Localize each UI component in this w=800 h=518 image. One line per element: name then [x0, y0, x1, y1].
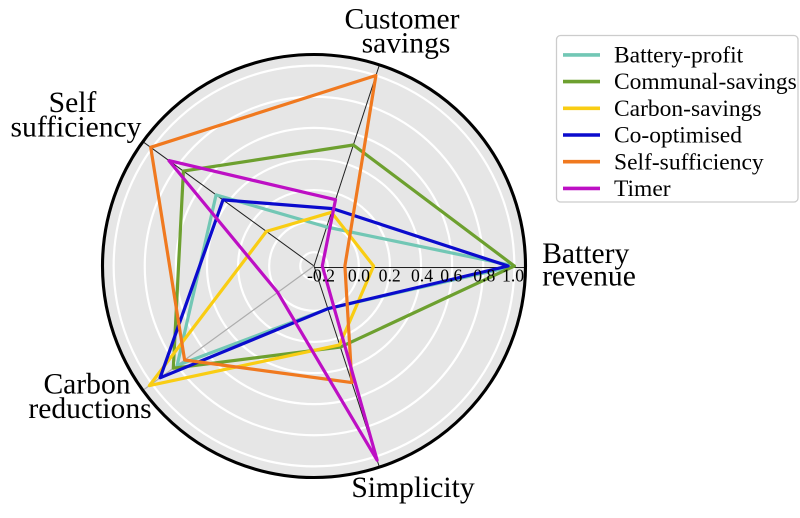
svg-text:Simplicity: Simplicity — [351, 472, 475, 504]
svg-text:Communal-savings: Communal-savings — [614, 69, 797, 95]
svg-text:1.0: 1.0 — [502, 266, 524, 286]
svg-text:0.6: 0.6 — [440, 266, 462, 286]
svg-text:0.8: 0.8 — [473, 266, 495, 286]
svg-text:Carbon: Carbon — [43, 369, 130, 401]
svg-text:revenue: revenue — [542, 260, 636, 292]
svg-text:Self: Self — [49, 87, 97, 119]
svg-text:-0.2: -0.2 — [307, 266, 335, 286]
svg-text:Carbon-savings: Carbon-savings — [614, 96, 762, 122]
svg-text:Customer: Customer — [344, 4, 459, 36]
svg-text:0.4: 0.4 — [411, 266, 433, 286]
svg-text:reductions: reductions — [28, 393, 151, 425]
svg-text:Battery: Battery — [542, 238, 629, 270]
svg-text:Self-sufficiency: Self-sufficiency — [614, 149, 764, 175]
svg-text:Timer: Timer — [614, 176, 671, 202]
svg-text:Co-optimised: Co-optimised — [614, 123, 742, 149]
svg-text:sufficiency: sufficiency — [11, 111, 142, 143]
svg-text:savings: savings — [362, 28, 451, 60]
svg-text:Battery-profit: Battery-profit — [614, 43, 744, 69]
svg-text:0.0: 0.0 — [348, 266, 370, 286]
svg-text:0.2: 0.2 — [379, 266, 401, 286]
